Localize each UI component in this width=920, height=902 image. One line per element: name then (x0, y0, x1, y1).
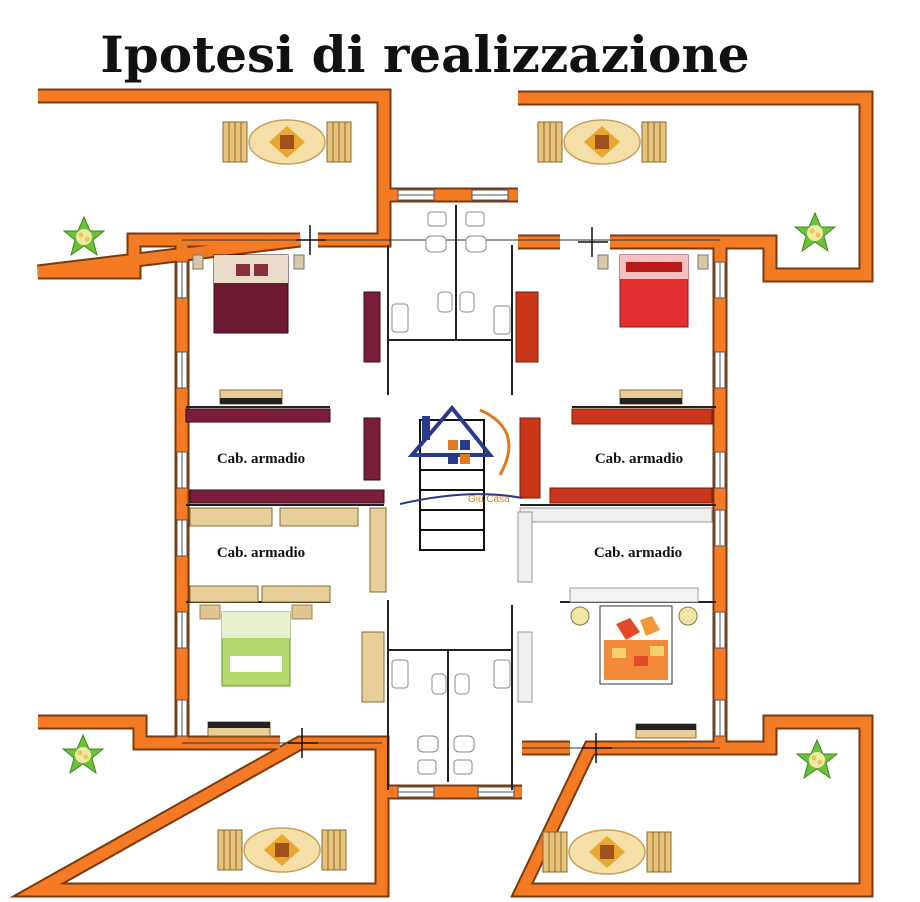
room-label-closet-bottom-right: Cab. armadio (594, 545, 682, 561)
wardrobes (185, 291, 713, 703)
staircase (419, 419, 485, 551)
bed-bottom-right (569, 587, 699, 685)
table-set-icon (542, 829, 672, 875)
logo-text: Giù.Casa (468, 494, 510, 505)
plant-icon (62, 734, 104, 774)
bed-bottom-left (199, 604, 313, 687)
logo: Giù.Casa (399, 404, 523, 505)
plant-icon (794, 212, 836, 252)
bed-top-left (192, 254, 305, 334)
table-set-icon (217, 827, 347, 873)
plant-icon (63, 216, 105, 256)
walls (9, 88, 874, 898)
table-set-icon (222, 119, 352, 165)
terrace-doors (288, 225, 612, 763)
plant-icon (796, 739, 838, 779)
bathroom-fixtures (391, 211, 511, 775)
dressers (207, 389, 697, 739)
table-set-icon (537, 119, 667, 165)
room-label-closet-top-left: Cab. armadio (217, 451, 305, 467)
room-label-closet-top-right: Cab. armadio (595, 451, 683, 467)
bed-top-right (597, 254, 709, 328)
page-title: Ipotesi di realizzazione (100, 25, 749, 84)
room-label-closet-bottom-left: Cab. armadio (217, 545, 305, 561)
